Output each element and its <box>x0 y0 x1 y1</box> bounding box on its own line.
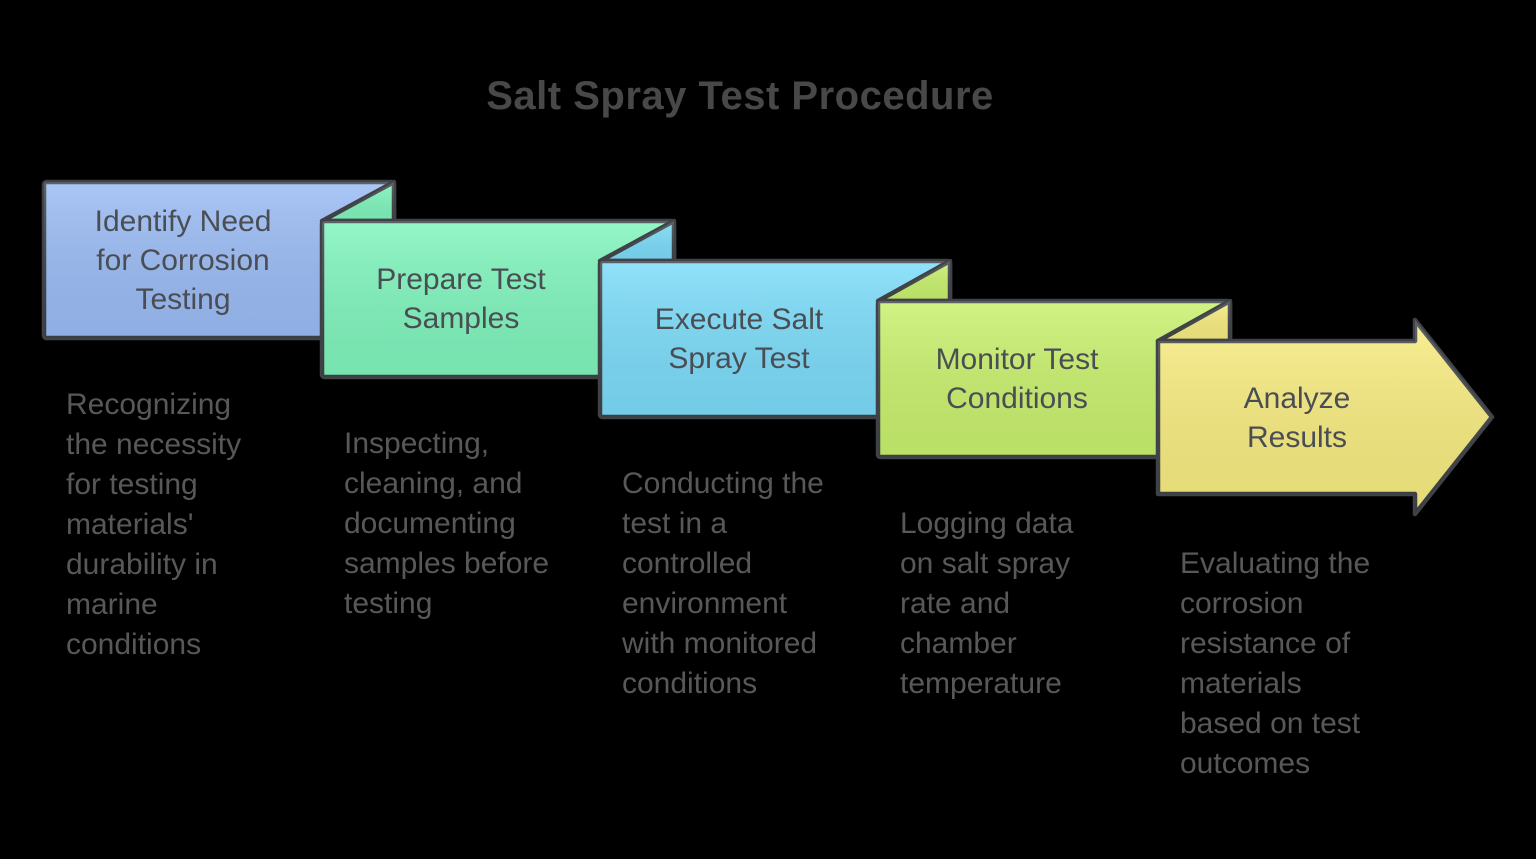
fold-2-3-sheen <box>600 221 674 261</box>
step-4-sheen <box>878 301 1230 457</box>
step-1-description: Recognizing the necessity for testing ma… <box>66 388 242 661</box>
step-2-label: Prepare Test Samples <box>376 263 546 335</box>
step-2-description: Inspecting, cleaning, and documenting sa… <box>344 427 550 620</box>
step-3-sheen <box>600 261 950 417</box>
step-1-sheen <box>44 182 394 338</box>
fold-1-2-sheen <box>322 182 394 221</box>
step-5-label: Analyze Results <box>1243 381 1351 454</box>
fold-4-5-sheen <box>1158 301 1230 341</box>
step-1-label: Identify Need for Corrosion Testing <box>94 204 272 316</box>
step-4-label: Monitor Test Conditions <box>935 343 1099 415</box>
step-5-description: Evaluating the corrosion resistance of m… <box>1180 547 1371 780</box>
step-4-description: Logging data on salt spray rate and cham… <box>900 507 1074 700</box>
fold-3-4-sheen <box>878 261 950 301</box>
step-2-sheen <box>322 221 674 377</box>
step-3-label: Execute Salt Spray Test <box>654 303 824 375</box>
step-5-sheen <box>1158 320 1492 514</box>
page-title: Salt Spray Test Procedure <box>486 74 994 118</box>
step-3-description: Conducting the test in a controlled envi… <box>622 467 824 700</box>
